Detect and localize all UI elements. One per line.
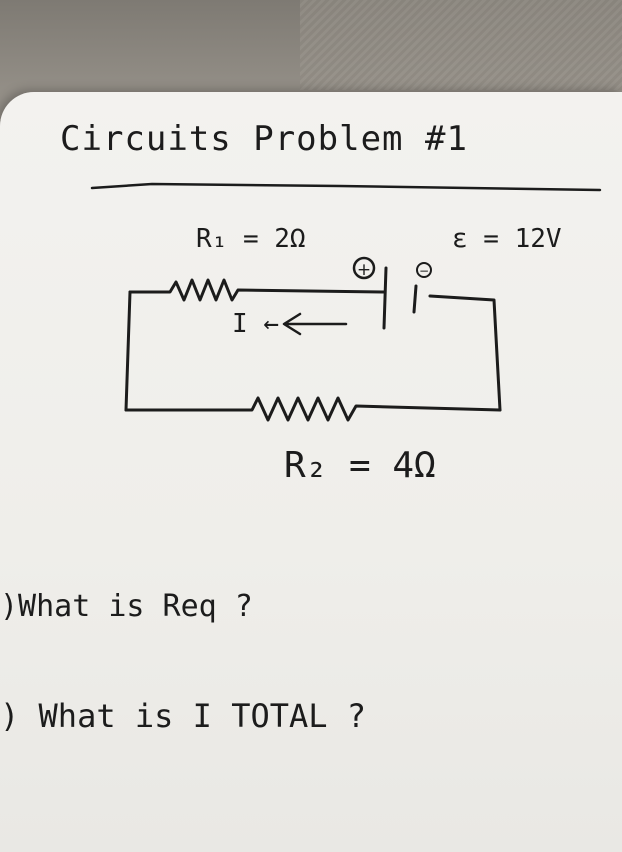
background-fabric	[300, 0, 622, 90]
positive-terminal-symbol: +	[357, 260, 371, 280]
battery-short-plate	[412, 284, 418, 314]
battery-long-plate	[382, 266, 388, 330]
label-current: I ←	[232, 309, 279, 339]
question-2: ) What is I TOTAL ?	[0, 697, 367, 735]
current-arrow	[282, 312, 348, 336]
label-r1: R₁ = 2Ω	[196, 224, 306, 254]
problem-title: Circuits Problem #1	[60, 119, 468, 159]
label-r2: R₂ = 4Ω	[284, 445, 436, 486]
wire-left	[124, 290, 132, 412]
circuit-diagram: + −	[90, 182, 602, 422]
resistor-r2	[124, 396, 502, 422]
negative-terminal-circle	[416, 262, 432, 278]
title-underline	[90, 182, 602, 192]
negative-terminal-symbol: −	[419, 264, 429, 278]
whiteboard	[0, 92, 622, 852]
positive-terminal-circle	[352, 256, 376, 280]
question-1: )What is Req ?	[0, 589, 253, 624]
label-emf: ε = 12V	[452, 224, 562, 254]
resistor-r1	[128, 278, 386, 302]
wire-right	[428, 294, 502, 412]
